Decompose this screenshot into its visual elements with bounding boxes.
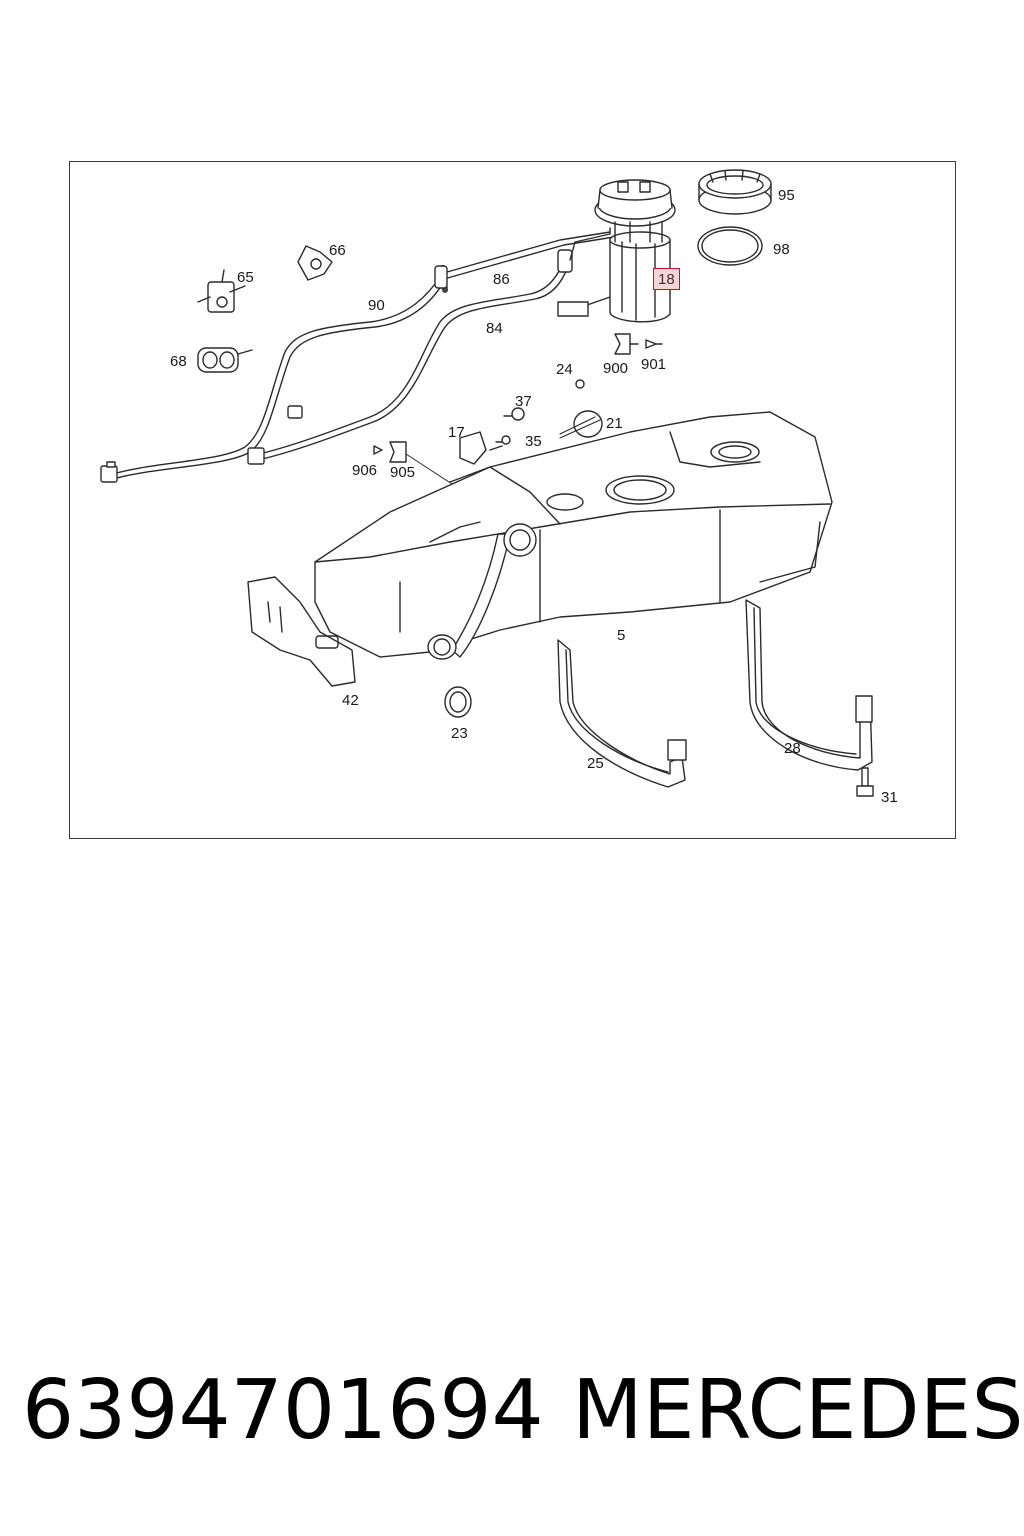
cover-21: [559, 410, 603, 439]
callout-24: 24: [556, 361, 573, 378]
bracket-17: [459, 431, 503, 465]
grommet-23: [444, 686, 472, 718]
heat-shield-42: [247, 576, 356, 687]
washer-24: [575, 379, 585, 389]
callout-84: 84: [486, 320, 503, 337]
callout-906: 906: [352, 462, 378, 479]
fuel-tank-exploded-diagram: [100, 169, 874, 797]
footer-caption: 6394701694 MERCEDES: [0, 1370, 1024, 1470]
connector-65: [197, 269, 246, 313]
callout-31: 31: [881, 789, 898, 806]
lock-ring-95: [698, 169, 772, 215]
fuel-tank-5: [314, 411, 833, 660]
callout-23: 23: [451, 725, 468, 742]
callout-25: 25: [587, 755, 604, 772]
callout-42: 42: [342, 692, 359, 709]
callout-68: 68: [170, 353, 187, 370]
callout-21: 21: [606, 415, 623, 432]
strap-28: [745, 599, 873, 771]
callout-86: 86: [493, 271, 510, 288]
bolt-31: [856, 767, 874, 797]
bolt-35: [495, 435, 511, 445]
fuel-line-90: [100, 276, 446, 483]
connector-900: [614, 333, 639, 355]
fuel-line-86: [434, 231, 615, 293]
callout-28: 28: [784, 740, 801, 757]
seal-906: [373, 445, 383, 455]
connector-905: [389, 441, 407, 463]
callout-35: 35: [525, 433, 542, 450]
seal-901: [645, 339, 663, 349]
callout-17: 17: [448, 424, 465, 441]
callout-901: 901: [641, 356, 667, 373]
clamp-68: [197, 347, 253, 373]
seal-ring-98: [697, 226, 763, 266]
callout-900: 900: [603, 360, 629, 377]
part-number: 6394701694: [22, 1363, 544, 1458]
callout-37: 37: [515, 393, 532, 410]
fuel-pump-module-18: [557, 179, 676, 323]
callout-66: 66: [329, 242, 346, 259]
callout-905: 905: [390, 464, 416, 481]
brand-name: MERCEDES: [572, 1363, 1024, 1458]
callout-65: 65: [237, 269, 254, 286]
callout-98: 98: [773, 241, 790, 258]
callout-5: 5: [617, 627, 626, 644]
fuel-line-84: [247, 227, 611, 465]
callout-18[interactable]: 18: [653, 268, 680, 290]
callout-95: 95: [778, 187, 795, 204]
callout-90: 90: [368, 297, 385, 314]
bolt-37: [503, 407, 525, 421]
diagram-frame: 95 98 66 65 86 90 18 84 68 900 901 24 37…: [69, 161, 956, 839]
strap-25: [557, 639, 687, 788]
clip-66: [297, 245, 333, 281]
